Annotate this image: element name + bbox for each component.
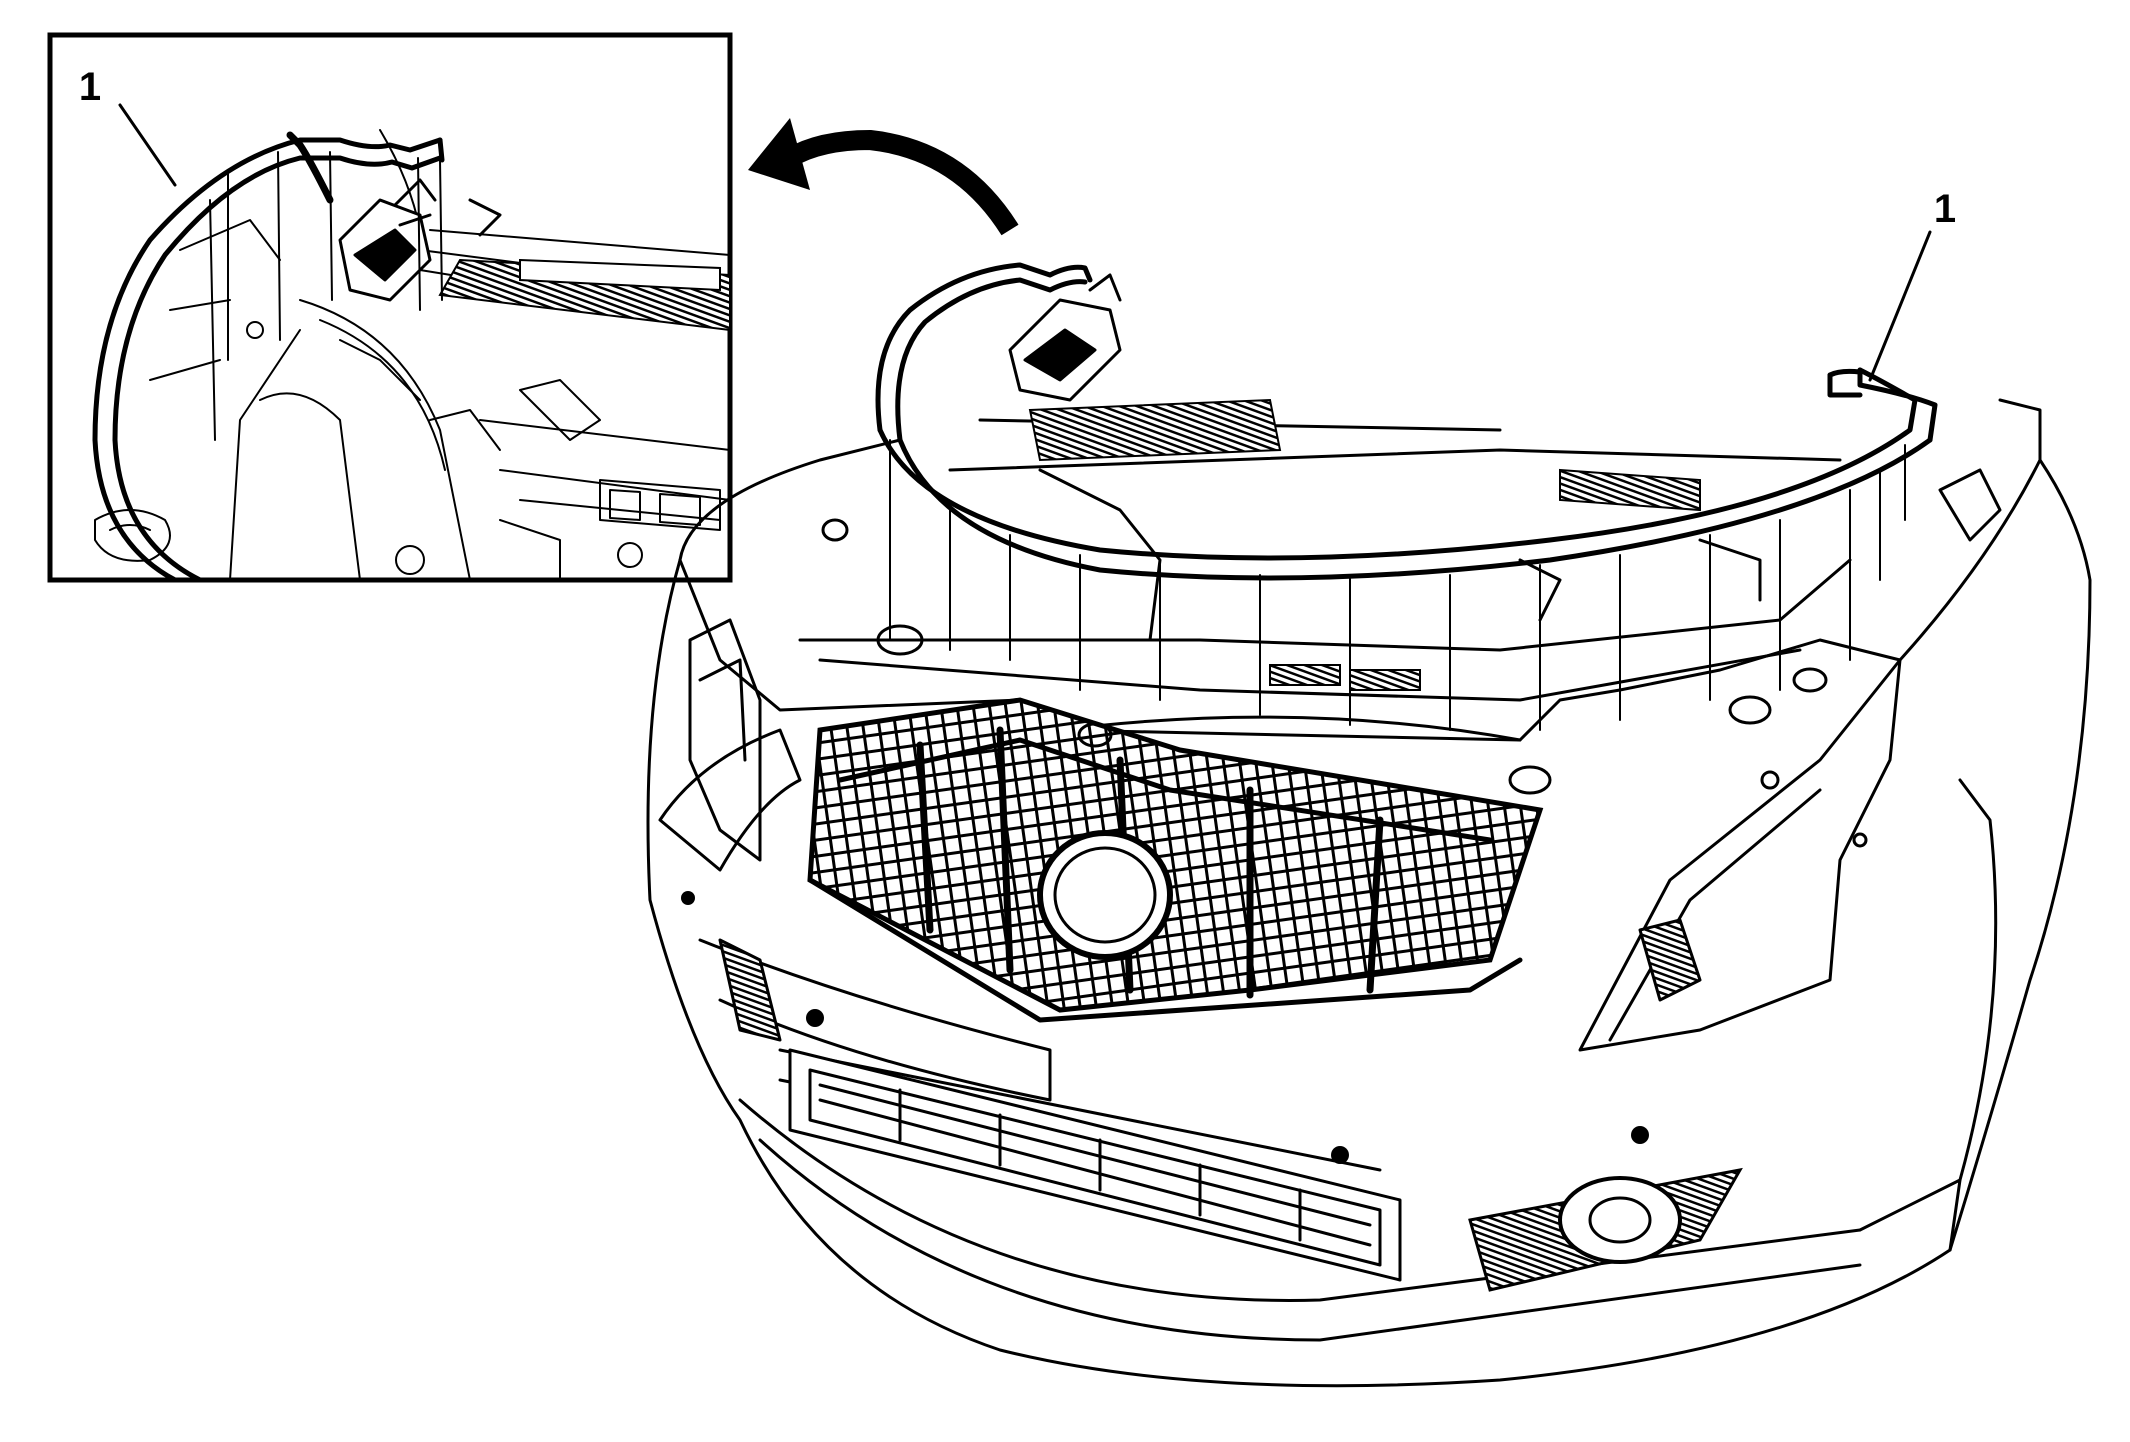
cowl-seal-right [1559, 468, 1701, 512]
vehicle-front [646, 230, 2092, 1388]
inset-weatherstrip [92, 131, 445, 580]
hood-weatherstrip [875, 262, 1938, 731]
main-leader-line [1868, 230, 1932, 382]
curved-arrow-icon [748, 118, 1019, 236]
park-sensors [681, 891, 1649, 1164]
main-callout-label: 1 [1934, 187, 1956, 231]
hood-hinge-right [1938, 468, 2002, 542]
emblem-icon [1037, 830, 1173, 960]
upper-grille [807, 697, 1544, 1023]
hood-hinge-left [1008, 273, 1122, 402]
fog-lamp-icon [1468, 1167, 1743, 1292]
inset-leader-line [118, 103, 177, 187]
inset-detail: 1 [47, 32, 733, 583]
lower-grille [788, 1048, 1402, 1282]
left-headlamp [688, 618, 782, 1042]
right-headlamp [1578, 658, 1902, 1052]
cowl-seal-left [1028, 398, 1282, 462]
inset-callout-label: 1 [79, 65, 101, 109]
inset-hinge [338, 178, 502, 302]
